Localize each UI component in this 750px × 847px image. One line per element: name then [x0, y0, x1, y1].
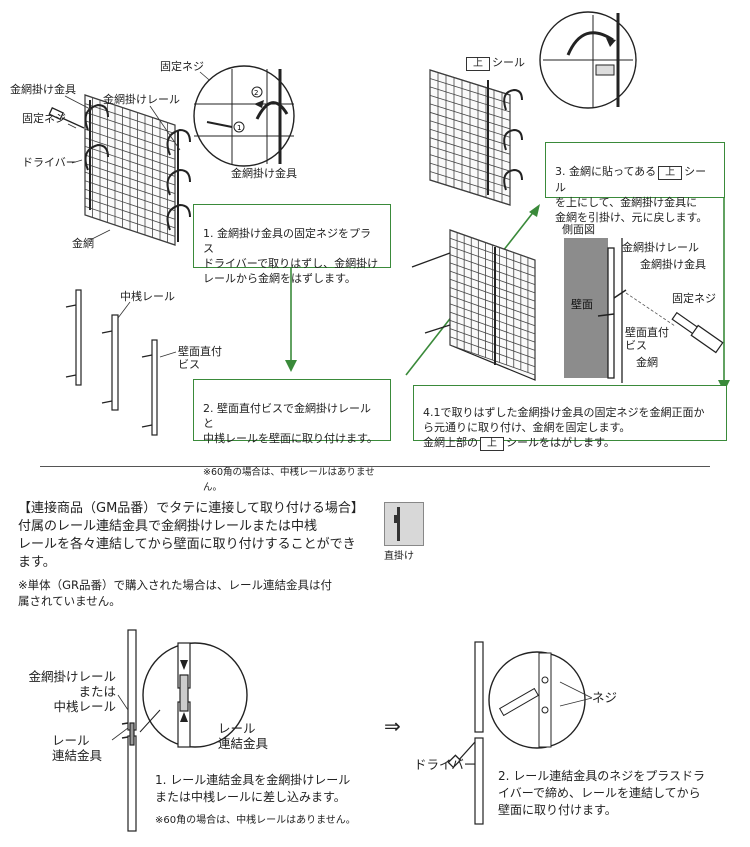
mesh-hang-illustration [429, 69, 523, 206]
section-divider [40, 466, 710, 467]
step-4-ue-tag: 上 [480, 437, 504, 451]
flow-arrows [285, 190, 730, 392]
step-3-text-b: シール を上にして、金網掛け金具に 金網を引掛け、元に戻します。 [555, 165, 708, 224]
zoom-circle-hook [539, 11, 637, 109]
label-sv-wall: 壁面 [571, 298, 593, 311]
rail-screw-illustration [447, 641, 484, 825]
step-4-text-b: シールをはがします。 [506, 436, 615, 449]
step-4-box: 4.1で取りはずした金網掛け金具の固定ネジを金網正面か ら元通りに取り付け、金網… [413, 385, 727, 451]
step-2-box: 2. 壁面直付ビスで金網掛けレールと 中桟レールを壁面に取り付けます。 ※60角… [193, 379, 391, 493]
svg-text:1: 1 [237, 124, 241, 132]
label-kanaami: 金網 [72, 237, 94, 250]
step-2-text: 2. 壁面直付ビスで金網掛けレールと 中桟レールを壁面に取り付けます。 [203, 402, 378, 445]
label-kanaami-kakekanagu: 金網掛け金具 [10, 83, 76, 96]
step-3-text: 3. 金網に貼ってある上シール を上にして、金網掛け金具に 金網を引掛け、元に戻… [555, 164, 715, 225]
label-naka-rail: 中桟レール [120, 290, 175, 303]
label-hekimen-bisu: 壁面直付 ビス [178, 345, 222, 371]
label-circle-kanagu: 金網掛け金具 [231, 167, 297, 180]
zoom-circle-insert [139, 642, 248, 748]
leader-lines-rails [117, 301, 177, 358]
step-3-box: 3. 金網に貼ってある上シール を上にして、金網掛け金具に 金網を引掛け、元に戻… [545, 142, 725, 224]
label-kotei-neji-top: 固定ネジ [160, 60, 204, 73]
step-4-text: 4.1で取りはずした金網掛け金具の固定ネジを金網正面か ら元通りに取り付け、金網… [423, 405, 717, 451]
label-b-driver: ドライバー [414, 757, 477, 772]
connection-notes: 【連接商品（GM品番）でタテに連接して取り付ける場合】 付属のレール連結金具で金… [18, 500, 378, 609]
zoom-circle-remove-screw: 2 1 [193, 65, 295, 167]
label-b-neji: ネジ [592, 690, 618, 705]
label-kanaami-rail: 金網掛けレール [103, 93, 180, 106]
label-sv-kanagu: 金網掛け金具 [640, 258, 706, 271]
label-b-renketsu: レール 連結金具 [52, 733, 103, 763]
connection-note: ※単体（GR品番）で購入された場合は、レール連結金具は付 属されていません。 [18, 578, 333, 608]
ue-tag: 上 [466, 57, 490, 71]
label-kotei-neji-left: 固定ネジ [22, 112, 66, 125]
label-side-view: 側面図 [562, 223, 595, 236]
step-3-text-a: 3. 金網に貼ってある [555, 165, 657, 178]
side-view-illustration [597, 238, 724, 383]
rail-connect-illustration [121, 629, 137, 832]
step-4-text-a: 4.1で取りはずした金網掛け金具の固定ネジを金網正面か ら元通りに取り付け、金網… [423, 406, 705, 449]
step-a-note: ※60角の場合は、中桟レールはありません。 [155, 815, 356, 826]
step-a-text: 1. レール連結金具を金網掛けレール または中桟レールに差し込みます。 [155, 773, 351, 804]
connection-body: 付属のレール連結金具で金網掛けレールまたは中桟 レールを各々連結してから壁面に取… [18, 519, 356, 570]
zoom-circle-screw [488, 651, 586, 749]
mesh-front-illustration [411, 229, 536, 381]
step-1-text: 1. 金網掛け金具の固定ネジをプラス ドライバーで取りはずし、金網掛け レールか… [203, 227, 379, 285]
step-2-note: ※60角の場合は、中桟レールはありません。 [203, 467, 375, 493]
label-sv-neji: 固定ネジ [672, 292, 716, 305]
thumbnail-caption: 直掛け [384, 551, 414, 562]
label-sv-kanaami: 金網 [636, 356, 658, 369]
mesh-panel-illustration [48, 94, 191, 246]
label-b-renketsu-zoom: レール 連結金具 [218, 721, 269, 751]
direct-mount-thumbnail [384, 502, 424, 546]
step-3-ue-tag: 上 [658, 166, 683, 180]
next-arrow: ⇒ [384, 714, 401, 738]
step-b-text: 2. レール連結金具のネジをプラスドラ イバーで締め、レールを連結してから 壁面… [498, 769, 706, 817]
svg-text:2: 2 [254, 89, 258, 97]
label-sv-rail: 金網掛けレール [622, 241, 699, 254]
side-view-wall [564, 238, 608, 378]
label-b-rail: 金網掛けレール または 中桟レール [28, 669, 116, 714]
step-1-box: 1. 金網掛け金具の固定ネジをプラス ドライバーで取りはずし、金網掛け レールか… [193, 204, 391, 285]
label-sv-bisu: 壁面直付 ビス [625, 326, 669, 352]
rails-illustration [65, 289, 158, 436]
connection-title: 【連接商品（GM品番）でタテに連接して取り付ける場合】 [18, 501, 364, 516]
leader-lines-bottom-left [111, 694, 129, 741]
label-driver: ドライバー [22, 156, 77, 169]
leader-lines-neji [559, 681, 593, 707]
label-seal: シール [492, 56, 525, 69]
